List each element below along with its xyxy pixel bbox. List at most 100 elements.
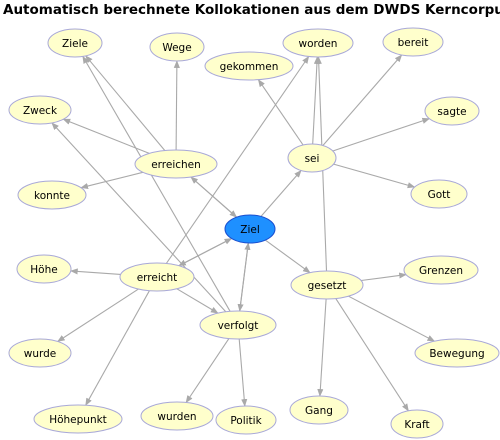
edge-sei-gekommen [257, 79, 304, 146]
node-gang[interactable]: Gang [289, 395, 349, 425]
node-label: gekommen [220, 61, 279, 73]
node-ellipse [403, 255, 479, 285]
node-label: Wege [162, 42, 191, 54]
edge-gesetzt-gang [317, 298, 327, 397]
node-ellipse [287, 143, 337, 173]
node-label: erreicht [137, 272, 178, 284]
node-bereit[interactable]: bereit [382, 27, 444, 57]
node-ellipse [134, 149, 218, 179]
node-ellipse [16, 254, 72, 284]
edge-verfolgt-politik [238, 338, 248, 407]
edge-erreichen-wege [173, 60, 180, 151]
edge-erreichen-konnte [80, 171, 144, 190]
node-ellipse [414, 338, 500, 368]
node-politik[interactable]: Politik [215, 405, 277, 435]
node-label: gesetzt [308, 280, 347, 292]
node-label: Kraft [404, 419, 429, 431]
node-ellipse [282, 28, 354, 58]
node-ellipse [8, 95, 72, 125]
edge-verfolgt-ziele [82, 55, 231, 312]
edge-sei-worden [312, 56, 321, 145]
node-label: worden [299, 38, 338, 50]
node-grenzen[interactable]: Grenzen [403, 255, 479, 285]
node-label: Ziel [240, 224, 260, 236]
edge-verfolgt-zweck [51, 122, 227, 313]
node-ellipse [224, 214, 276, 244]
node-ellipse [290, 270, 364, 300]
node-label: verfolgt [218, 320, 259, 332]
node-label: konnte [34, 190, 70, 202]
edges-layer [51, 54, 436, 412]
edge-verfolgt-wurden [185, 338, 230, 404]
edge-erreicht-wurde [57, 288, 139, 342]
node-label: Gang [305, 405, 333, 417]
diagram-title: Automatisch berechnete Kollokationen aus… [3, 2, 500, 18]
node-label: wurden [157, 411, 196, 423]
node-wurde[interactable]: wurde [8, 338, 72, 368]
node-ellipse [424, 96, 480, 126]
node-label: erreichen [151, 159, 201, 171]
node-label: sagte [437, 106, 466, 118]
node-sagte[interactable]: sagte [424, 96, 480, 126]
node-ellipse [390, 409, 444, 439]
node-ellipse [140, 401, 214, 431]
node-erreicht[interactable]: erreicht [119, 262, 195, 292]
edge-gesetzt-kraft [335, 298, 409, 412]
edge-erreichen-ziel [190, 176, 238, 218]
node-label: wurde [24, 348, 57, 360]
node-hoehe[interactable]: Höhe [16, 254, 72, 284]
edge-ziel-gesetzt [264, 239, 311, 274]
edge-erreicht-hoehe [70, 268, 121, 275]
node-ellipse [410, 179, 468, 209]
node-label: Zweck [23, 105, 58, 117]
node-ellipse [199, 310, 277, 340]
node-kraft[interactable]: Kraft [390, 409, 444, 439]
node-label: Gott [428, 189, 451, 201]
node-label: Politik [230, 415, 262, 427]
edge-sei-sagte [332, 117, 431, 152]
node-label: Grenzen [419, 265, 463, 277]
node-gesetzt[interactable]: gesetzt [290, 270, 364, 300]
node-ellipse [204, 51, 294, 81]
node-ellipse [289, 395, 349, 425]
node-label: Höhe [30, 264, 57, 276]
node-gott[interactable]: Gott [410, 179, 468, 209]
node-verfolgt[interactable]: verfolgt [199, 310, 277, 340]
node-gekommen[interactable]: gekommen [204, 51, 294, 81]
node-worden[interactable]: worden [282, 28, 354, 58]
edge-gesetzt-grenzen [361, 272, 407, 282]
node-ellipse [119, 262, 195, 292]
node-zweck[interactable]: Zweck [8, 95, 72, 125]
edge-sei-gott [333, 163, 416, 189]
node-ellipse [8, 338, 72, 368]
node-ziele[interactable]: Ziele [47, 28, 103, 58]
center-node-ziel[interactable]: Ziel [224, 214, 276, 244]
node-konnte[interactable]: konnte [17, 180, 87, 210]
node-ellipse [382, 27, 444, 57]
edge-verfolgt-ziel [239, 242, 251, 312]
node-ellipse [17, 180, 87, 210]
edge-ziel-sei [260, 169, 302, 217]
edge-sei-bereit [322, 54, 403, 146]
edge-erreicht-hoehepunkt [85, 290, 150, 406]
node-label: bereit [398, 37, 429, 49]
edge-gesetzt-bewegung [348, 295, 436, 342]
edge-erreichen-ziele [85, 55, 166, 151]
node-wege[interactable]: Wege [149, 32, 205, 62]
node-ellipse [33, 404, 123, 434]
node-label: Bewegung [429, 348, 484, 360]
node-ellipse [149, 32, 205, 62]
node-label: sei [305, 153, 320, 165]
node-hoehepunkt[interactable]: Höhepunkt [33, 404, 123, 434]
node-bewegung[interactable]: Bewegung [414, 338, 500, 368]
node-label: Höhepunkt [49, 414, 107, 426]
node-sei[interactable]: sei [287, 143, 337, 173]
edge-erreicht-ziel [178, 238, 233, 267]
node-wurden[interactable]: wurden [140, 401, 214, 431]
node-ellipse [47, 28, 103, 58]
edge-erreicht-verfolgt [176, 288, 219, 314]
node-erreichen[interactable]: erreichen [134, 149, 218, 179]
node-label: Ziele [62, 38, 88, 50]
